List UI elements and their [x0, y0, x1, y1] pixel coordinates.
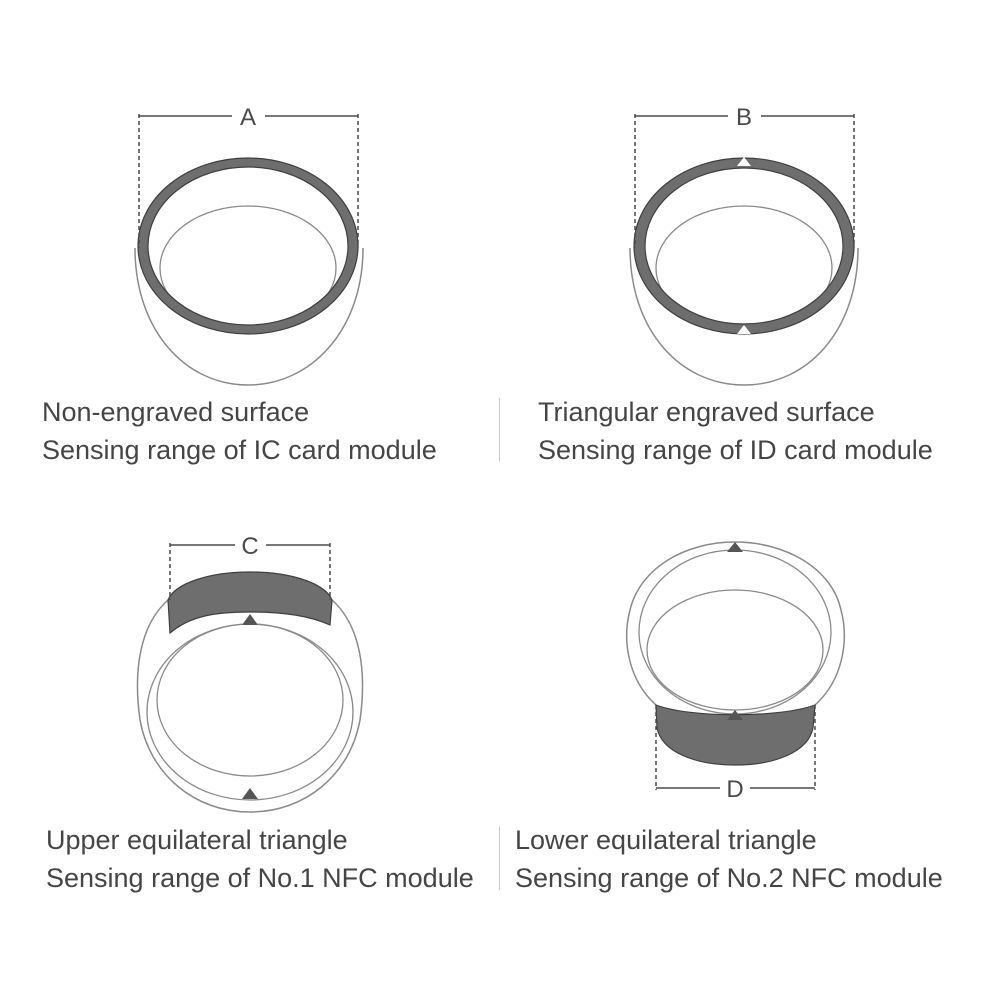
ring-b-top-triangle-icon	[737, 157, 751, 166]
ring-d-sensing-band	[655, 704, 816, 766]
ring-c-outline	[136, 599, 364, 813]
ring-diagram-d: D	[625, 541, 846, 803]
ring-c-lower-triangle-icon	[242, 788, 258, 799]
caption-c-line2: Sensing range of No.1 NFC module	[46, 863, 474, 893]
caption-d: Lower equilateral triangle Sensing range…	[515, 821, 943, 897]
caption-c-line1: Upper equilateral triangle	[46, 825, 348, 855]
caption-d-line2: Sensing range of No.2 NFC module	[515, 863, 943, 893]
caption-d-line1: Lower equilateral triangle	[515, 825, 817, 855]
ring-a-body	[134, 247, 364, 386]
caption-c: Upper equilateral triangle Sensing range…	[46, 821, 474, 897]
caption-b: Triangular engraved surface Sensing rang…	[538, 393, 933, 469]
ring-c-inner-back	[156, 623, 344, 777]
dim-c-label: C	[241, 533, 258, 560]
ring-b-sensing-band	[633, 157, 855, 335]
dim-d-label: D	[726, 776, 743, 803]
ring-diagram-b: B	[629, 104, 859, 386]
divider-bottom	[499, 826, 500, 890]
divider-top	[499, 398, 500, 462]
ring-diagram-a: A	[134, 104, 364, 386]
ring-c-inner-front	[146, 623, 354, 801]
ring-c-upper-triangle-icon	[242, 614, 258, 625]
ring-d-upper-triangle-icon	[727, 542, 743, 552]
caption-a: Non-engraved surface Sensing range of IC…	[42, 393, 437, 469]
ring-b-body	[629, 247, 859, 386]
ring-d-lower-triangle-icon	[727, 710, 743, 720]
dim-a-label: A	[240, 104, 256, 131]
caption-a-line2: Sensing range of IC card module	[42, 435, 437, 465]
caption-b-line2: Sensing range of ID card module	[538, 435, 933, 465]
caption-a-line1: Non-engraved surface	[42, 397, 310, 427]
dim-b-label: B	[736, 104, 752, 131]
ring-diagram-c: C	[136, 533, 364, 813]
ring-a-sensing-band	[137, 157, 359, 335]
ring-b-bottom-triangle-icon	[737, 325, 751, 334]
ring-c-sensing-band	[167, 571, 333, 635]
ring-d-inner-back	[646, 589, 824, 711]
caption-b-line1: Triangular engraved surface	[538, 397, 875, 427]
